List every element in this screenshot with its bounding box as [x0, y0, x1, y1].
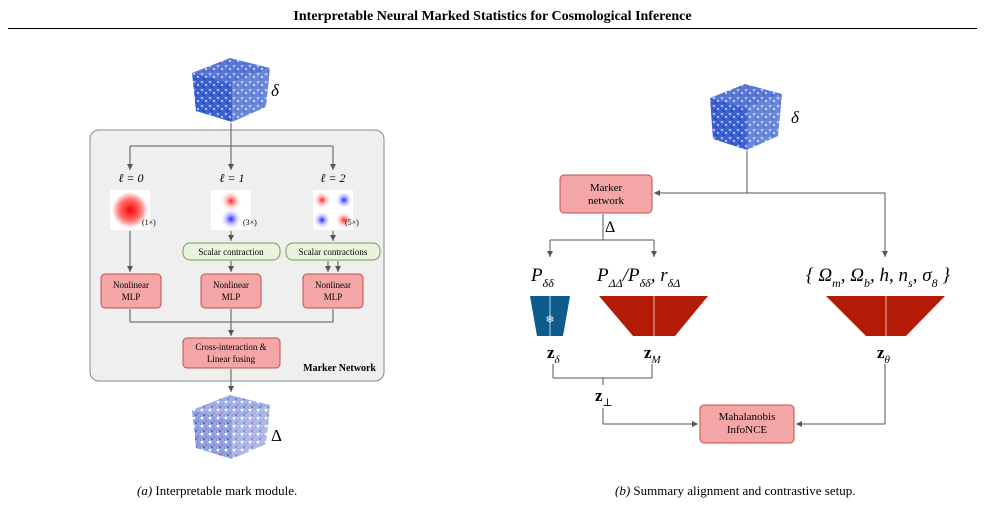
z-theta-label: zθ	[877, 343, 891, 366]
mlp-box-l2: Nonlinear MLP	[302, 273, 364, 309]
ell-1-label: ℓ = 1	[219, 171, 244, 185]
ell-2-label: ℓ = 2	[320, 171, 345, 185]
p-deltadelta-label: Pδδ	[530, 265, 554, 290]
input-delta-label: δ	[271, 81, 280, 100]
svg-text:network: network	[588, 195, 625, 207]
svg-text:Nonlinear: Nonlinear	[315, 280, 351, 290]
scalar-contractions-label: Scalar contractions	[299, 247, 368, 257]
marked-stats-label: PΔΔ/Pδδ, rδΔ	[596, 265, 680, 290]
scalar-contraction-box	[182, 242, 281, 261]
page-title: Interpretable Neural Marked Statistics f…	[293, 9, 692, 24]
svg-text:Linear fusing: Linear fusing	[207, 354, 256, 364]
kernel-l1-image	[211, 190, 251, 230]
mlp-box-l1: Nonlinear MLP	[200, 273, 262, 309]
output-mark-cube	[192, 395, 270, 459]
z-delta-label: zδ	[547, 343, 561, 366]
scalar-contraction-label: Scalar contraction	[198, 247, 264, 257]
caption-b: (b) Summary alignment and contrastive se…	[615, 483, 856, 498]
svg-text:Nonlinear: Nonlinear	[113, 280, 149, 290]
output-delta-label: Δ	[271, 426, 282, 445]
svg-text:MLP: MLP	[122, 292, 141, 302]
marker-delta-label: Δ	[605, 219, 615, 236]
marked-encoder-trapezoid	[599, 296, 708, 336]
frozen-encoder-trapezoid	[530, 296, 570, 336]
svg-text:InfoNCE: InfoNCE	[727, 424, 768, 436]
svg-text:MLP: MLP	[222, 292, 241, 302]
right-delta-label: δ	[791, 108, 800, 127]
param-encoder-trapezoid	[826, 296, 945, 336]
cross-interaction-fusion-box: Cross-interaction & Linear fusing	[182, 337, 281, 369]
ell-0-label: ℓ = 0	[118, 171, 143, 185]
snowflake-icon: ❄	[545, 314, 554, 326]
marker-network-box: Marker network	[559, 174, 653, 214]
scalar-contractions-box	[285, 242, 381, 261]
svg-text:Cross-interaction &: Cross-interaction &	[195, 342, 266, 352]
kernel-l1-mult: (3×)	[243, 218, 257, 227]
marker-network-label: Marker Network	[303, 363, 376, 374]
mlp-box-l0: Nonlinear MLP	[100, 273, 162, 309]
svg-text:MLP: MLP	[324, 292, 343, 302]
cosmo-params-label: { Ωm, Ωb, h, ns, σ8 }	[806, 265, 950, 290]
svg-text:Marker: Marker	[590, 182, 623, 194]
svg-text:Nonlinear: Nonlinear	[213, 280, 249, 290]
z-m-label: zM	[644, 343, 662, 366]
kernel-l0-mult: (1×)	[142, 218, 156, 227]
title-rule	[8, 28, 977, 30]
kernel-l2-image	[313, 190, 353, 230]
right-input-cube	[710, 84, 782, 150]
caption-a: (a) Interpretable mark module.	[137, 483, 298, 498]
z-perp-label: z⊥	[595, 386, 613, 409]
input-field-cube	[192, 58, 270, 122]
svg-text:Mahalanobis: Mahalanobis	[719, 411, 776, 423]
kernel-l2-mult: (5×)	[345, 218, 359, 227]
mahalanobis-infonce-box: Mahalanobis InfoNCE	[699, 404, 795, 444]
kernel-l0-image	[110, 190, 150, 230]
